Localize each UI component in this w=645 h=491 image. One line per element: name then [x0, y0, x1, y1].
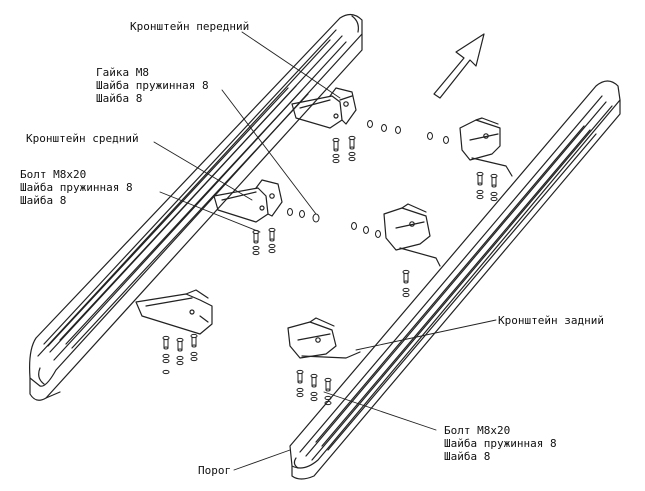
bracket-front-left — [291, 87, 357, 129]
bracket-rear-right — [287, 317, 361, 359]
label-bolt-group-right-line-2: Шайба пружинная 8 — [444, 437, 557, 450]
right-running-board — [289, 80, 621, 480]
left-running-board — [29, 13, 363, 401]
bracket-front-right — [459, 117, 513, 177]
leader-lines — [153, 31, 497, 471]
bracket-middle-left — [213, 179, 283, 223]
label-bracket-front: Кронштейн передний — [130, 20, 250, 33]
label-bolt-group-left-line-3: Шайба 8 — [20, 194, 67, 207]
label-bracket-rear: Кронштейн задний — [498, 314, 604, 327]
direction-arrow — [433, 33, 485, 99]
fasteners — [162, 120, 498, 406]
label-bracket-middle: Кронштейн средний — [26, 132, 139, 145]
label-bolt-group-right-line-1: Болт M8x20 — [444, 424, 511, 437]
label-nut-group-line-1: Гайка M8 — [96, 66, 149, 79]
label-nut-group-line-2: Шайба пружинная 8 — [96, 79, 209, 92]
label-bolt-group-left-line-2: Шайба пружинная 8 — [20, 181, 133, 194]
bracket-middle-right — [383, 203, 441, 267]
label-sill: Порог — [198, 464, 232, 477]
label-bolt-group-right: Болт M8x20 Шайба пружинная 8 Шайба 8 — [444, 424, 557, 463]
bracket-rear-left — [135, 289, 213, 335]
label-bolt-group-left-line-1: Болт M8x20 — [20, 168, 87, 181]
label-bolt-group-left: Болт M8x20 Шайба пружинная 8 Шайба 8 — [20, 168, 133, 207]
label-nut-group-line-3: Шайба 8 — [96, 92, 143, 105]
label-bolt-group-right-line-3: Шайба 8 — [444, 450, 491, 463]
label-nut-group: Гайка M8 Шайба пружинная 8 Шайба 8 — [96, 66, 209, 105]
